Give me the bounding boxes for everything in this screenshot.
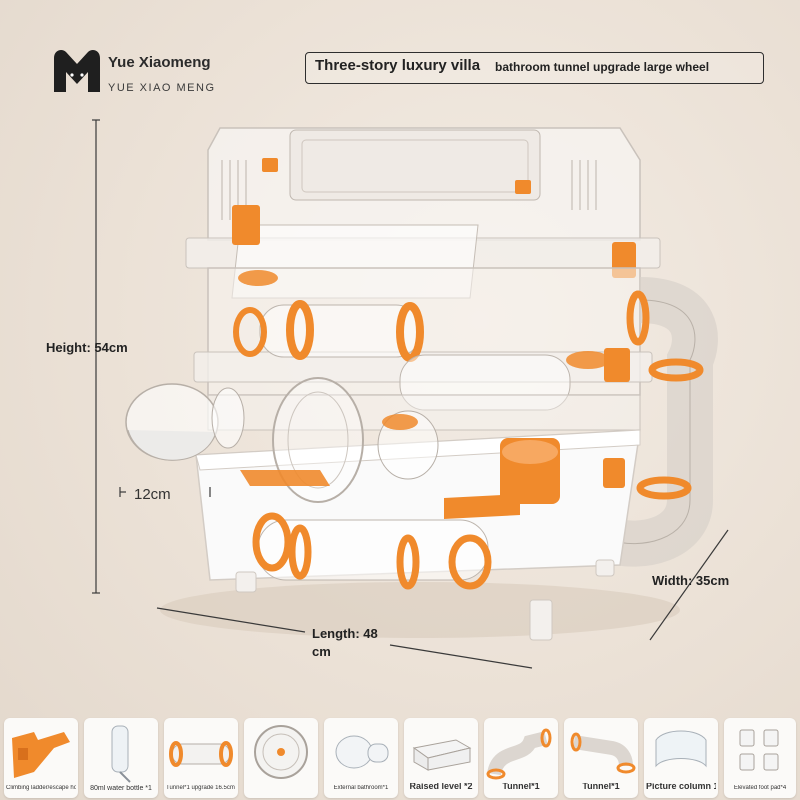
- height-label: Height: 54cm: [46, 340, 128, 355]
- accessory-label: Tunnel*1: [582, 783, 620, 790]
- dimension-lines: [92, 119, 729, 669]
- accessory-label: Raised level *2: [409, 783, 473, 790]
- raised-level-icon: [412, 739, 472, 771]
- tunnel-icon: [169, 741, 233, 767]
- accessory-label: Tunnel*1 upgrade 16.5cm running wheel*1: [166, 785, 236, 791]
- bathroom-icon: [335, 735, 389, 769]
- ladder-icon: [12, 732, 70, 778]
- accessory-bathroom: External bathroom*1: [324, 718, 398, 798]
- length-unit-label: cm: [312, 644, 331, 659]
- accessory-label: Tunnel*1: [502, 783, 540, 790]
- accessory-label: 80ml water bottle *1: [90, 785, 152, 792]
- title-sub: bathroom tunnel upgrade large wheel: [495, 60, 710, 74]
- brand-subtitle: YUE XIAO MENG: [108, 82, 216, 94]
- title-main: Three-story luxury villa: [315, 57, 481, 74]
- length-label: Length: 48: [312, 626, 378, 641]
- title-box: [305, 52, 764, 84]
- accessory-curved-tunnel: Tunnel*1: [484, 718, 558, 798]
- cage-bottom-level: [195, 377, 641, 641]
- width-label: Width: 35cm: [652, 573, 730, 588]
- accessory-label: Climbing ladder/escape house/feeding bow…: [6, 785, 76, 791]
- accessory-label: External bathroom*1: [333, 785, 389, 791]
- accessory-water-bottle: 80ml water bottle *1: [84, 718, 158, 798]
- accessory-running-wheel: [244, 718, 318, 798]
- accessory-label: Picture column 1: [646, 783, 716, 790]
- accessory-straight-tunnel: Tunnel*1: [564, 718, 638, 798]
- brand-name: Yue Xiaomeng: [108, 54, 211, 71]
- accessory-foot-pad: Elevated foot pad*4: [724, 718, 796, 798]
- running-wheel-icon: [254, 725, 308, 779]
- external-bathroom: [125, 383, 245, 461]
- straight-tunnel-icon: [570, 732, 636, 774]
- curved-tunnel-icon: [486, 728, 552, 780]
- accessories-strip: Climbing ladder/escape house/feeding bow…: [4, 718, 796, 798]
- accessory-ladder: Climbing ladder/escape house/feeding bow…: [4, 718, 78, 798]
- water-bottle-icon: [111, 725, 131, 783]
- cage-middle-level: [193, 267, 653, 411]
- bath-size-label: 12cm: [134, 486, 171, 503]
- accessory-raised-level: Raised level *2: [404, 718, 478, 798]
- foot-pad-icon: [739, 729, 779, 771]
- cage-top-level: [185, 127, 661, 299]
- clear-column-icon: [655, 730, 707, 768]
- accessory-label: Elevated foot pad*4: [733, 785, 787, 791]
- accessory-clear-column: Picture column 1: [644, 718, 718, 798]
- accessory-tunnel: Tunnel*1 upgrade 16.5cm running wheel*1: [164, 718, 238, 798]
- bear-m-logo-icon: [54, 50, 100, 92]
